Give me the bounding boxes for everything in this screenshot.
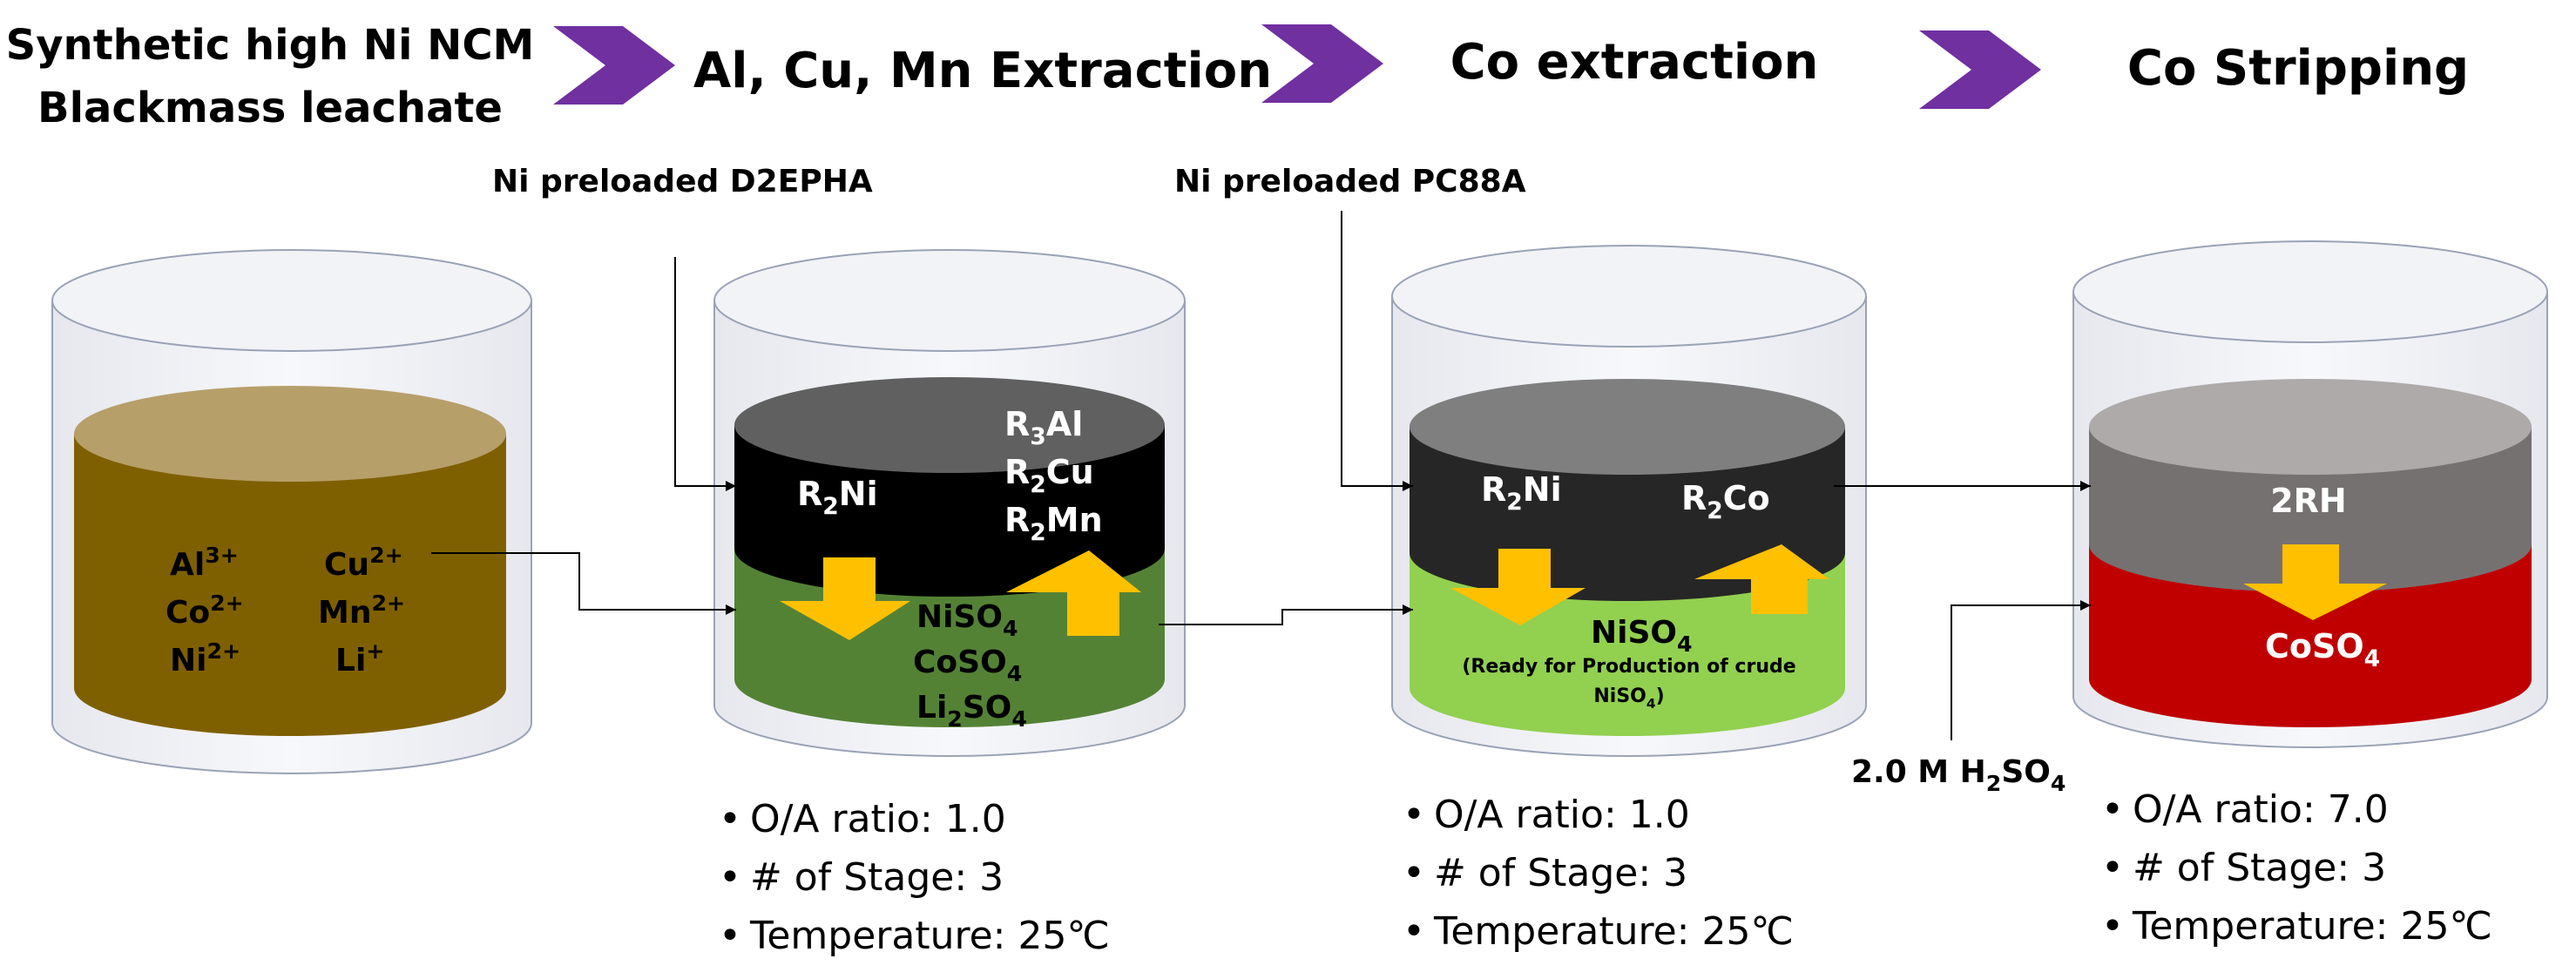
tank-al-cu-mn-labels: R2Ni R3Al R2Cu R2Mn NiSO4 CoSO4 Li2SO4 [797, 405, 1103, 732]
arrow-down-icon [780, 557, 910, 640]
conditions-tank4: •O/A ratio: 7.0 •# of Stage: 3 •Temperat… [2101, 787, 2492, 949]
condition-item: O/A ratio: 1.0 [750, 797, 1006, 841]
conditions-tank2: •O/A ratio: 1.0 •# of Stage: 3 •Temperat… [719, 797, 1110, 958]
svg-text:•# of Stage: 3: •# of Stage: 3 [1403, 851, 1687, 895]
arrow-up-icon [1006, 550, 1141, 636]
reagent-pc88a-label: Ni preloaded PC88A [1174, 164, 1526, 199]
condition-item: O/A ratio: 1.0 [1434, 793, 1690, 837]
reagent-d2epha-label: Ni preloaded D2EPHA [492, 164, 873, 199]
svg-text:•O/A ratio: 1.0: •O/A ratio: 1.0 [1403, 793, 1690, 837]
transfer-arrows [780, 544, 2387, 640]
svg-text:•O/A ratio: 7.0: •O/A ratio: 7.0 [2101, 787, 2389, 832]
condition-item: Temperature: 25℃ [2132, 904, 2492, 949]
stripping-acid-label: 2.0 M H2SO4 [1851, 754, 2066, 796]
ion-label: Cu2+ [324, 543, 403, 583]
svg-text:•Temperature: 25℃: •Temperature: 25℃ [2101, 904, 2492, 949]
ion-label: Li+ [335, 638, 384, 679]
condition-item: Temperature: 25℃ [749, 914, 1110, 958]
organic-species-label: R3Al [1004, 405, 1083, 450]
organic-species-label: R2Ni [1481, 470, 1562, 516]
organic-species-label: R2Ni [797, 475, 878, 520]
feed-title-line1: Synthetic high Ni NCM [6, 21, 535, 70]
condition-item: # of Stage: 3 [2133, 846, 2386, 890]
aqueous-species-label: Li2SO4 [916, 690, 1027, 732]
arrow-down-icon [2243, 544, 2387, 620]
condition-item: O/A ratio: 7.0 [2133, 787, 2389, 832]
chevron-icon-1 [553, 26, 675, 105]
svg-text:•Temperature: 25℃: •Temperature: 25℃ [1403, 909, 1794, 954]
chevron-icon-3 [1919, 30, 2041, 109]
tank-co-stripping [2072, 240, 2548, 748]
ion-label: Co2+ [166, 591, 244, 631]
svg-text:•Temperature: 25℃: •Temperature: 25℃ [719, 914, 1110, 958]
tank-feed [51, 249, 532, 774]
organic-species-label: R2Mn [1004, 501, 1103, 546]
aqueous-note-line2: NiSO4) [1593, 685, 1664, 712]
conditions-tank3: •O/A ratio: 1.0 •# of Stage: 3 •Temperat… [1403, 793, 1794, 954]
step3-title: Co Stripping [2127, 40, 2469, 97]
ion-label: Al3+ [170, 543, 239, 583]
svg-text:•# of Stage: 3: •# of Stage: 3 [719, 855, 1004, 900]
step2-title: Co extraction [1450, 34, 1819, 91]
aqueous-species-label: NiSO4 [1591, 615, 1693, 657]
aqueous-species-label: CoSO4 [913, 645, 1022, 686]
organic-species-label: 2RH [2270, 482, 2347, 520]
flow-lines [431, 211, 2091, 740]
svg-text:•# of Stage: 3: •# of Stage: 3 [2101, 846, 2386, 890]
condition-item: # of Stage: 3 [750, 855, 1004, 900]
arrow-down-icon [1450, 549, 1585, 625]
svg-text:•O/A ratio: 1.0: •O/A ratio: 1.0 [719, 797, 1006, 841]
organic-species-label: R2Cu [1004, 453, 1094, 498]
arrow-up-icon [1694, 544, 1829, 614]
organic-species-label: R2Co [1681, 479, 1770, 524]
chevron-icon-2 [1261, 24, 1383, 103]
ion-label: Ni2+ [170, 638, 240, 679]
condition-item: Temperature: 25℃ [1433, 909, 1794, 954]
tank-co-stripping-labels: 2RH CoSO4 [2265, 482, 2380, 672]
tank-co-extraction-labels: R2Ni R2Co NiSO4 (Ready for Production of… [1462, 470, 1795, 712]
feed-title-line2: Blackmass leachate [37, 84, 503, 132]
ion-label: Mn2+ [318, 591, 405, 631]
tank-co-extraction [1391, 245, 1867, 757]
step1-title: Al, Cu, Mn Extraction [693, 43, 1272, 99]
aqueous-note-line1: (Ready for Production of crude [1462, 656, 1795, 678]
tank-feed-ions: Al3+ Co2+ Ni2+ Cu2+ Mn2+ Li+ [166, 543, 405, 679]
condition-item: # of Stage: 3 [1434, 851, 1687, 895]
aqueous-species-label: CoSO4 [2265, 627, 2380, 672]
aqueous-species-label: NiSO4 [916, 599, 1018, 641]
